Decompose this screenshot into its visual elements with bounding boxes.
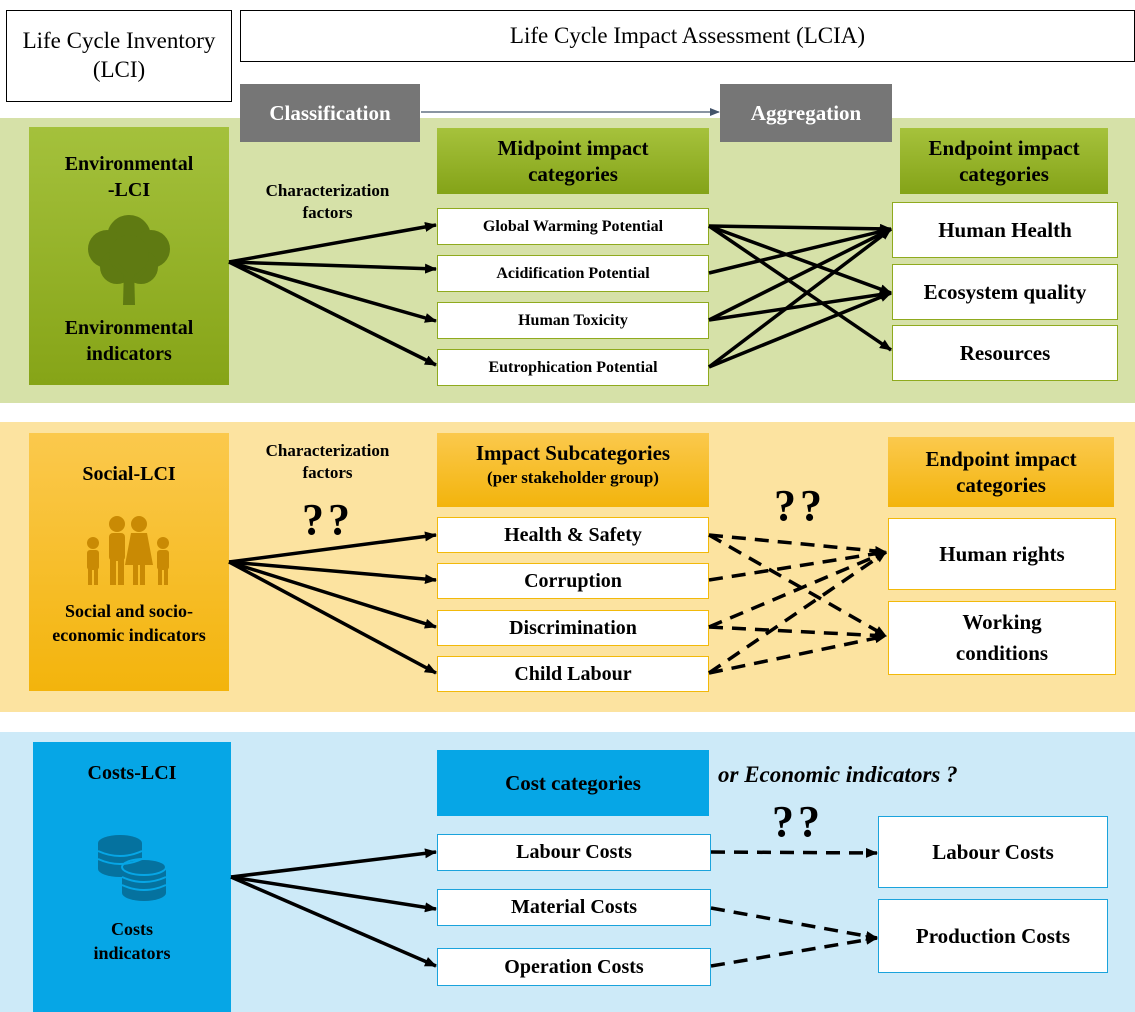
coins-icon xyxy=(97,835,167,901)
cost-category-box: Operation Costs xyxy=(437,948,711,986)
aggregation-label: Aggregation xyxy=(720,84,892,142)
env-characterization-factors: Characterization factors xyxy=(265,181,390,223)
subcategory-label: Child Labour xyxy=(514,662,632,685)
subcategory-box: Corruption xyxy=(437,563,709,599)
subcategory-title: Impact Subcategories xyxy=(475,441,671,465)
env-endpoint-label: Ecosystem quality xyxy=(923,279,1087,304)
midpoint-title: Midpoint impact categories xyxy=(497,135,649,186)
midpoint-title-box: Midpoint impact categories xyxy=(437,128,709,194)
social-lci-title: Social-LCI xyxy=(82,463,176,485)
subcategory-label: Health & Safety xyxy=(504,523,642,546)
social-indicators-label: Social and socio-economic indicators xyxy=(52,601,206,646)
environmental-indicators-label: Environmental indicators xyxy=(64,317,194,365)
midpoint-box: Eutrophication Potential xyxy=(437,349,709,386)
env-endpoint-box: Ecosystem quality xyxy=(892,264,1118,320)
costs-indicators-label: Costs indicators xyxy=(93,919,171,964)
midpoint-box: Global Warming Potential xyxy=(437,208,709,245)
cost-category-label: Material Costs xyxy=(510,896,638,918)
cost-category-box: Material Costs xyxy=(437,889,711,926)
midpoint-label: Eutrophication Potential xyxy=(488,358,658,376)
lcia-header-box: Life Cycle Impact Assessment (LCIA) xyxy=(240,10,1135,62)
social-relation-unknown: ?? xyxy=(774,481,826,530)
category-to-cost-endpoint-dashed-arrows xyxy=(710,847,878,968)
lcia-header-title: Life Cycle Impact Assessment (LCIA) xyxy=(509,22,866,48)
midpoint-label: Human Toxicity xyxy=(518,311,628,329)
social-endpoint-box: Working conditions xyxy=(888,601,1116,675)
midpoint-label: Acidification Potential xyxy=(496,264,650,282)
social-endpoint-label: Human rights xyxy=(939,541,1065,566)
social-endpoint-box: Human rights xyxy=(888,518,1116,590)
subcategory-box: Child Labour xyxy=(437,656,709,692)
tree-icon xyxy=(88,215,170,305)
env-endpoint-box: Resources xyxy=(892,325,1118,381)
classification-label: Classification xyxy=(240,84,420,142)
economic-indicators-question: or Economic indicators ? xyxy=(718,762,958,787)
env-lci-to-midpoint-arrows xyxy=(228,222,437,367)
costs-lci-title: Costs-LCI xyxy=(87,762,177,784)
cost-category-label: Operation Costs xyxy=(504,955,644,978)
subcategory-label: Corruption xyxy=(524,569,622,592)
env-endpoint-title-box: Endpoint impact categories xyxy=(900,128,1108,194)
social-characterization-factors: Characterization factors xyxy=(265,441,390,483)
lci-header-box: Life Cycle Inventory (LCI) xyxy=(6,10,232,102)
costs-lci-to-category-arrows xyxy=(230,848,437,968)
social-endpoint-title: Endpoint impact categories xyxy=(925,446,1077,497)
cost-endpoint-label: Production Costs xyxy=(915,923,1071,948)
cost-endpoint-box: Labour Costs xyxy=(878,816,1108,888)
cost-category-title-box: Cost categories xyxy=(437,750,709,816)
cost-endpoint-box: Production Costs xyxy=(878,899,1108,973)
midpoint-box: Human Toxicity xyxy=(437,302,709,339)
family-icon xyxy=(87,516,169,585)
lci-header-title: Life Cycle Inventory (LCI) xyxy=(22,28,216,82)
subcategory-to-endpoint-dashed-arrows xyxy=(708,533,887,675)
subcategory-subtitle: (per stakeholder group) xyxy=(487,468,659,487)
social-endpoint-label: Working conditions xyxy=(955,609,1049,666)
subcategory-box: Discrimination xyxy=(437,610,709,646)
environmental-lci-title: Environmental -LCI xyxy=(64,153,194,201)
env-endpoint-box: Human Health xyxy=(892,202,1118,258)
env-endpoint-title: Endpoint impact categories xyxy=(928,135,1080,186)
social-lci-box: Social-LCI Social and socio-economic ind… xyxy=(29,433,229,691)
social-lci-to-subcategory-arrows xyxy=(228,531,437,675)
classification-text: Classification xyxy=(269,100,391,125)
midpoint-to-endpoint-arrows xyxy=(707,223,893,369)
env-endpoint-label: Human Health xyxy=(938,217,1072,242)
social-endpoint-title-box: Endpoint impact categories xyxy=(888,437,1114,507)
midpoint-box: Acidification Potential xyxy=(437,255,709,292)
costs-relation-unknown: ?? xyxy=(772,797,824,846)
subcategory-title-box: Impact Subcategories (per stakeholder gr… xyxy=(437,433,709,507)
costs-lci-box: Costs-LCI Costs indicators xyxy=(33,742,231,1012)
cost-category-box: Labour Costs xyxy=(437,834,711,871)
aggregation-text: Aggregation xyxy=(750,100,862,125)
cost-category-title: Cost categories xyxy=(505,770,641,795)
subcategory-label: Discrimination xyxy=(509,616,637,639)
environmental-lci-box: Environmental -LCI Environmental indicat… xyxy=(29,127,229,385)
social-factors-unknown: ?? xyxy=(302,495,354,544)
midpoint-label: Global Warming Potential xyxy=(482,217,664,235)
env-endpoint-label: Resources xyxy=(959,340,1051,365)
cost-category-label: Labour Costs xyxy=(516,841,632,863)
cost-endpoint-label: Labour Costs xyxy=(932,839,1054,864)
subcategory-box: Health & Safety xyxy=(437,517,709,553)
